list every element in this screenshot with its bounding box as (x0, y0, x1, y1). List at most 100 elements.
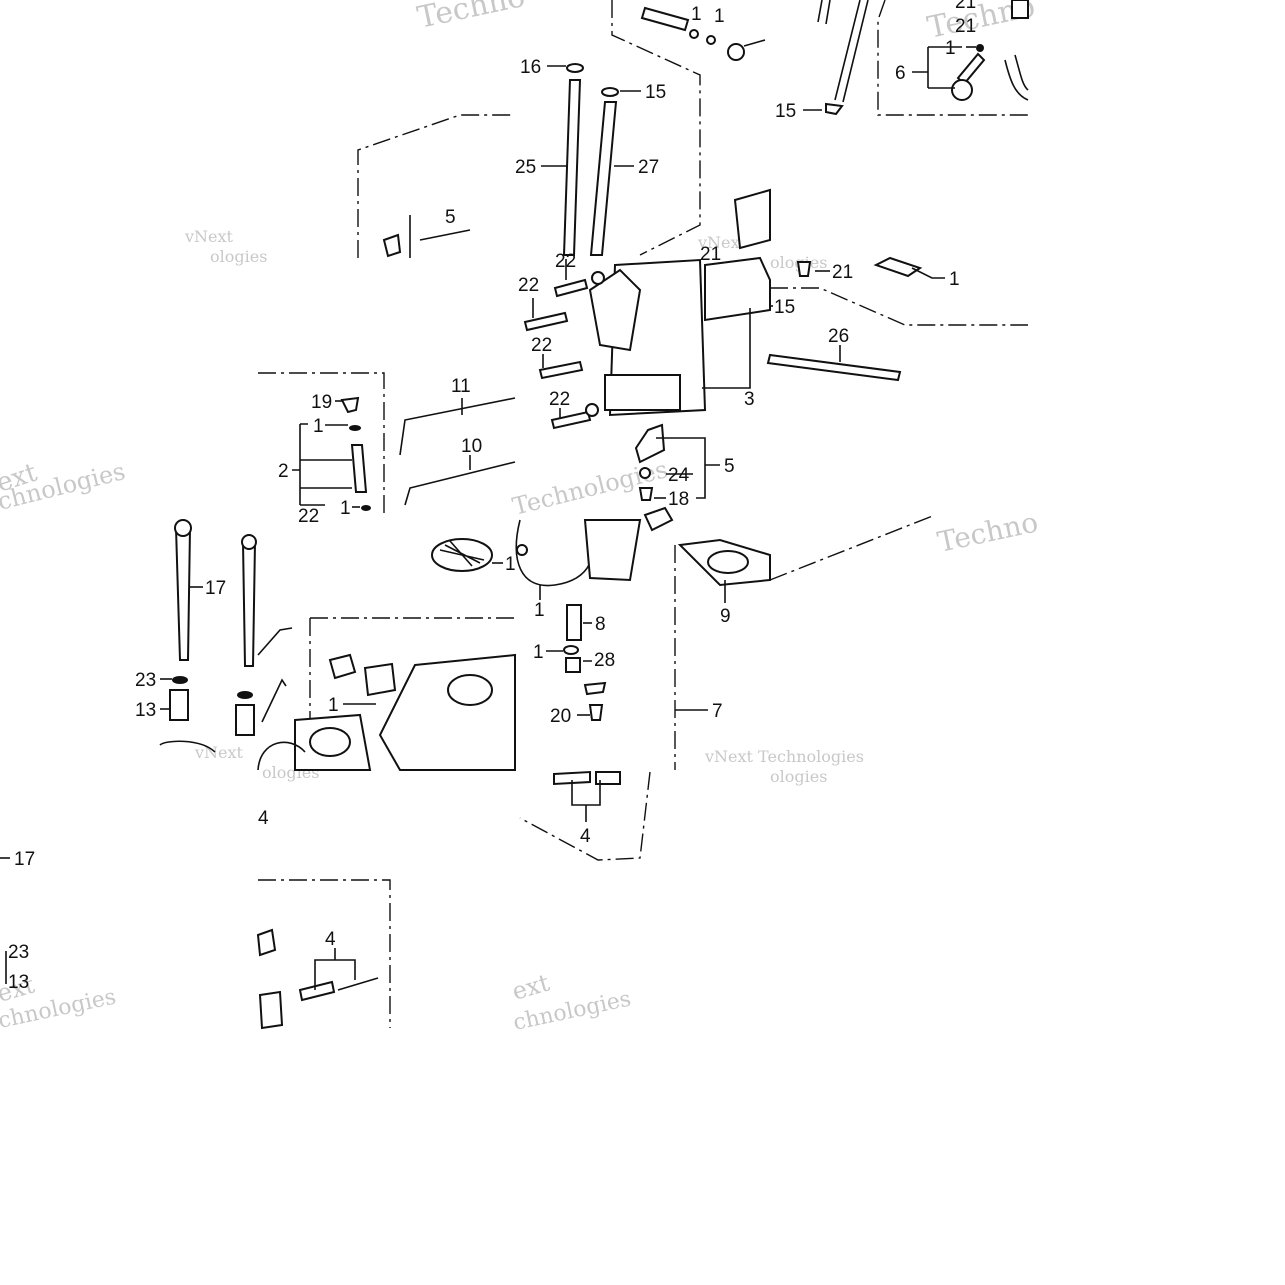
callout-27: 27 (638, 157, 659, 178)
bowl-gasket (515, 519, 595, 587)
watermark-vnext-center: vNext (697, 233, 747, 252)
callout-13: 13 (135, 700, 156, 721)
idle-screw-knob (951, 79, 973, 101)
callout-23: 23 (135, 670, 156, 691)
callout-1a: 1 (313, 416, 324, 437)
callout-1c: 1 (533, 642, 544, 663)
o-ring-top-a (689, 29, 699, 39)
collar-lower (363, 662, 397, 697)
fuel-tube-27 (589, 101, 618, 256)
long-bolt-17-b (241, 541, 257, 667)
part-edge-bottom-left-b (258, 990, 284, 1030)
callout-23-b: 23 (8, 942, 29, 963)
pilot-screw-4-b (298, 980, 336, 1002)
watermark-ext-bottom-mid: ext (509, 968, 553, 1005)
border-upper-right (877, 0, 1028, 116)
idle-o-ring (976, 44, 984, 52)
part-edge-bottom-left (256, 928, 277, 957)
fitting-5 (634, 423, 666, 464)
throttle-body (378, 653, 516, 771)
watermark-ologies-lower-right: ologies (770, 767, 827, 786)
leader-2-bracket (292, 423, 352, 506)
callout-21-center: 21 (700, 244, 721, 265)
callout-1-top-b: 1 (714, 6, 725, 27)
parts-left-upper (340, 215, 516, 511)
leader-4-b-bracket (314, 948, 356, 990)
plug-28 (565, 657, 581, 673)
nut-lower (328, 653, 357, 680)
air-chamber-top (733, 188, 771, 250)
watermark-techno-top: Techno (414, 0, 528, 36)
callout-1-top-right: 1 (945, 38, 956, 59)
callout-17-b: 17 (14, 849, 35, 870)
collar-13 (169, 689, 189, 721)
screw-19 (340, 396, 360, 414)
parts-carb-center (523, 188, 923, 501)
air-chamber-3 (704, 256, 771, 322)
bracket-5 (382, 233, 402, 258)
callout-26: 26 (828, 326, 849, 347)
spring-arm (743, 39, 766, 47)
pivot-pin (640, 6, 690, 32)
bolt-head-17-b (241, 534, 257, 550)
drain-screw-8 (566, 604, 582, 641)
float-bowl (583, 519, 642, 582)
callout-22-a: 22 (555, 251, 576, 272)
callout-1-top-a: 1 (691, 4, 702, 25)
tube-top-right-a (817, 0, 831, 25)
callout-1d: 1 (534, 600, 545, 621)
callout-20: 20 (550, 706, 571, 727)
callout-4-left: 4 (258, 808, 269, 829)
callout-21-top-right-b: 21 (955, 16, 976, 37)
leader-6-bracket (912, 46, 962, 89)
hose-top-right-inner (1014, 54, 1029, 91)
callout-17: 17 (205, 578, 226, 599)
bolt-22-c (538, 360, 584, 380)
collar-13-b (235, 704, 255, 736)
gasket-lower-port (309, 727, 351, 757)
watermark-vnext-lower-right: vNext Technologies (704, 747, 864, 766)
o-ring-bowl (516, 544, 528, 556)
screw-18 (638, 487, 654, 501)
bolt-22-a (553, 278, 589, 298)
washer-22-a (591, 271, 605, 285)
callout-6: 6 (895, 63, 906, 84)
throttle-bore (447, 674, 493, 706)
part-edge-top-right (1011, 0, 1029, 19)
border-left-middle (258, 372, 385, 515)
clip-15 (601, 87, 619, 97)
bolt-22-d (550, 410, 592, 430)
bolt-22-b (523, 311, 569, 332)
callout-18: 18 (668, 489, 689, 510)
washer-23 (172, 676, 188, 684)
watermark-vnext-lower-left: vNext (194, 743, 244, 762)
callout-16: 16 (520, 57, 541, 78)
insulator-port (707, 550, 749, 574)
callout-21-top-right: 21 (955, 0, 976, 13)
parts-lower-center (159, 506, 771, 1030)
link-rod-lower-b (261, 678, 287, 723)
o-ring-arc (257, 741, 306, 771)
spring-top (727, 43, 745, 61)
main-jet-2 (350, 444, 368, 493)
o-ring-top-b (706, 35, 716, 45)
bracket-5-lines (409, 215, 471, 258)
rod-10 (404, 461, 516, 506)
callout-15-mid: 15 (774, 297, 795, 318)
washer-24 (639, 467, 651, 479)
callout-1-right: 1 (949, 269, 960, 290)
watermark-ologies-left: ologies (210, 247, 267, 266)
bolt-21 (796, 261, 812, 277)
base-gasket-arc (159, 740, 216, 753)
callout-2: 2 (278, 461, 289, 482)
fuel-tube-25 (562, 79, 582, 256)
leader-3 (702, 308, 751, 389)
o-ring-1b (361, 505, 371, 511)
leader-lines (0, 46, 976, 990)
callout-19: 19 (311, 392, 332, 413)
callout-21-mid: 21 (832, 262, 853, 283)
callout-15-top: 15 (645, 82, 666, 103)
callout-labels: 1 1 16 15 15 21 21 1 6 25 27 5 21 22 22 … (8, 0, 976, 993)
callout-4-center: 4 (580, 826, 591, 847)
